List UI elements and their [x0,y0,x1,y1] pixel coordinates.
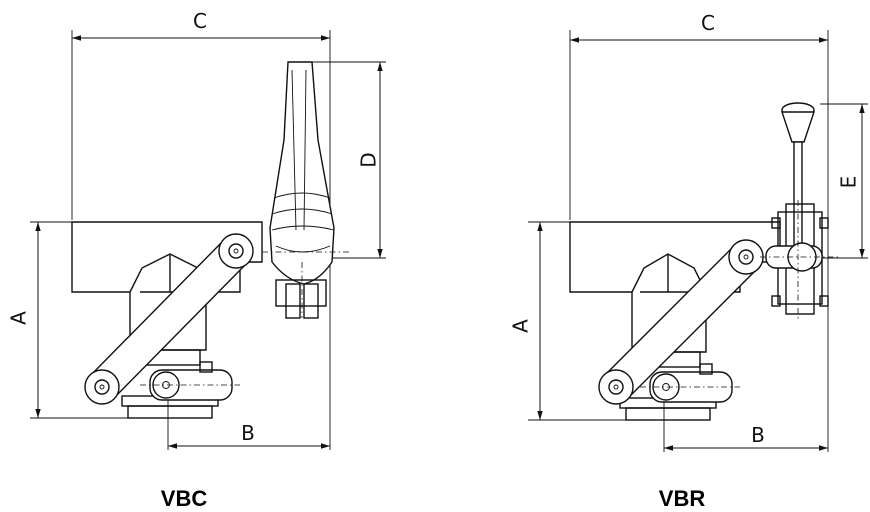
svg-text:A: A [509,319,533,333]
svg-text:C: C [701,11,715,35]
roller-housing [760,200,838,320]
dimension-a: A [509,222,543,420]
handle-yoke [262,251,350,319]
svg-text:D: D [357,152,381,167]
svg-text:B: B [241,421,255,445]
dimension-a: A [7,222,41,418]
svg-text:B: B [751,423,765,447]
svg-text:C: C [193,9,207,33]
valve-drawing-vbr: C E A B [509,11,868,452]
caption-vbr: VBR [659,486,706,511]
link-arm [84,233,254,405]
clamp [640,363,740,403]
dimension-b: B [664,423,828,451]
knob-lever [781,102,815,247]
svg-text:A: A [7,311,31,325]
valve-drawing-vbc: C D A B [7,9,386,450]
dimension-c: C [72,9,330,41]
clamp [140,361,240,401]
caption-vbc: VBC [161,486,208,511]
dimension-c: C [570,11,828,43]
svg-text:E: E [837,176,861,189]
dimension-e: E [837,104,865,258]
dimension-d: D [357,62,383,258]
dimension-b: B [168,421,330,449]
link-arm [598,239,764,405]
lever-handle [269,61,335,285]
